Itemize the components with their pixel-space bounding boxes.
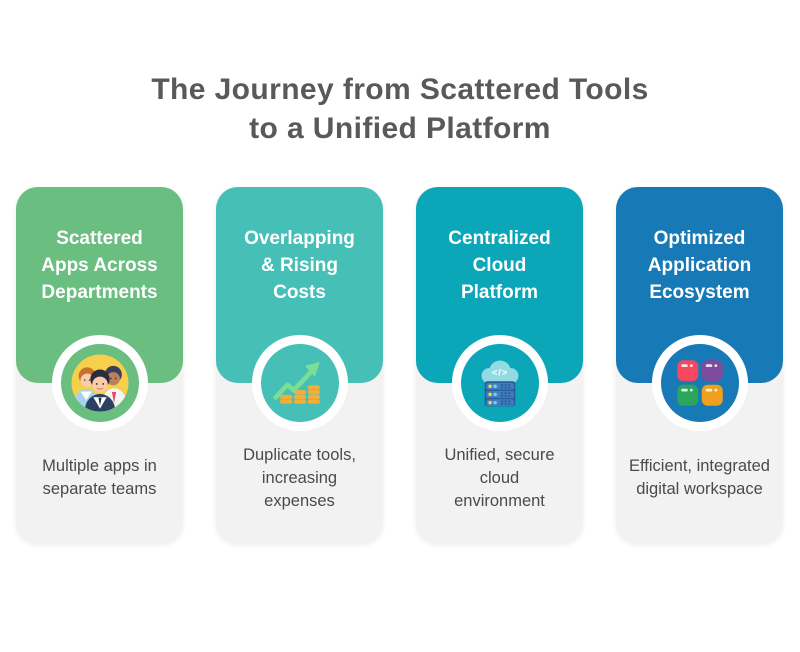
card-description: Unified, secure cloud environment: [416, 431, 583, 535]
trend-arrow-head: [304, 361, 320, 378]
server-leds-teal: [492, 384, 497, 405]
card-description: Efficient, integrated digital workspace: [616, 431, 783, 535]
icon-badge: [651, 335, 748, 431]
card-title-line: Departments: [41, 282, 158, 303]
card-title-line: Apps Across: [41, 255, 158, 276]
card-title-line: Optimized: [653, 228, 746, 249]
card-title: Centralized Cloud Platform: [448, 225, 550, 383]
card-scattered-apps: Scattered Apps Across Departments: [16, 187, 183, 543]
cloud-server-icon: </>: [481, 360, 518, 407]
server-bays: [485, 382, 514, 407]
card-description-text: Unified, secure cloud environment: [444, 445, 555, 510]
card-title: Overlapping & Rising Costs: [244, 225, 355, 383]
card-title-line: Overlapping: [244, 228, 355, 249]
app-tile-green: [676, 384, 698, 406]
app-grid-icon: [676, 360, 723, 406]
card-title: Scattered Apps Across Departments: [41, 225, 158, 383]
growth-chart-icon: [272, 361, 320, 404]
card-description: Multiple apps in separate teams: [16, 431, 183, 535]
page-title-line-1: The Journey from Scattered Tools: [151, 73, 649, 106]
cloud-code-glyph: </>: [491, 367, 507, 378]
icon-badge: [251, 335, 348, 431]
card-centralized-cloud-header: Centralized Cloud Platform: [416, 187, 583, 383]
icon-badge: </>: [451, 335, 548, 431]
card-optimized-ecosystem: Optimized Application Ecosystem: [616, 187, 783, 543]
card-title-line: & Rising: [260, 255, 339, 276]
card-description-text: Duplicate tools, increasing expenses: [243, 445, 356, 510]
card-title-line: Platform: [460, 282, 539, 303]
cards-row: Scattered Apps Across Departments: [16, 187, 783, 543]
card-title-line: Ecosystem: [649, 282, 750, 303]
icon-disc: [260, 344, 339, 422]
page-title-line-2: to a Unified Platform: [249, 112, 551, 145]
card-title: Optimized Application Ecosystem: [648, 225, 751, 383]
card-title-line: Centralized: [448, 228, 551, 249]
icon-disc: </>: [460, 344, 539, 422]
card-description-text: Efficient, integrated digital workspace: [629, 457, 770, 498]
card-description-text: Multiple apps in separate teams: [42, 457, 157, 498]
icon-disc: [60, 344, 139, 422]
card-title-line: Costs: [273, 282, 326, 303]
app-tile-orange: [701, 384, 723, 406]
app-tile-red: [676, 360, 698, 382]
server-leds-yellow: [487, 384, 492, 405]
card-overlapping-costs: Overlapping & Rising Costs: [216, 187, 383, 543]
card-title-line: Application: [647, 255, 752, 276]
cloud-shape: [481, 360, 518, 384]
app-tile-purple: [701, 360, 723, 382]
icon-badge: [51, 335, 148, 431]
card-title-line: Cloud: [472, 255, 527, 276]
card-centralized-cloud: Centralized Cloud Platform: [416, 187, 583, 543]
trend-arrow-line: [272, 369, 313, 400]
page-title: The Journey from Scattered Tools to a Un…: [0, 70, 800, 148]
icon-disc: [660, 344, 739, 422]
card-description: Duplicate tools, increasing expenses: [216, 431, 383, 535]
team-icon: [71, 354, 128, 412]
card-title-line: Scattered: [56, 228, 143, 249]
